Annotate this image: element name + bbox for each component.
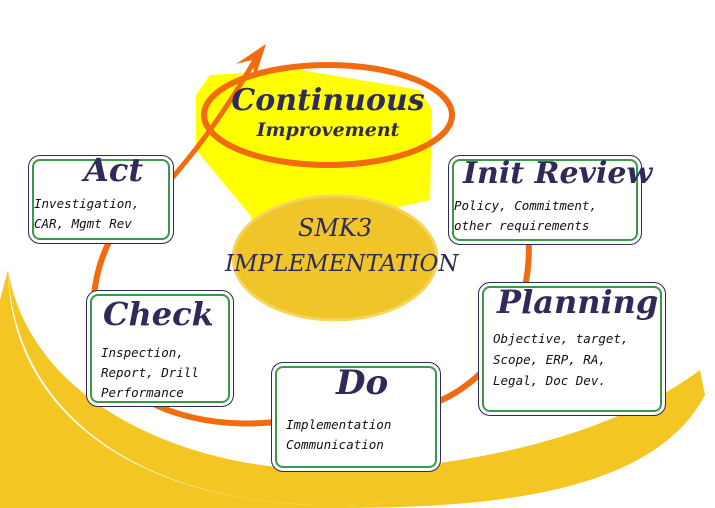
- step-check: Check Inspection, Report, Drill Performa…: [86, 290, 234, 407]
- step-desc-line: Investigation,: [34, 196, 140, 211]
- highlight-scribble: [196, 70, 432, 238]
- center-line-1: SMK3: [297, 214, 373, 242]
- step-do: Do Implementation Communication: [271, 362, 441, 472]
- step-title: Act: [84, 151, 144, 189]
- step-title: Init Review: [463, 156, 653, 191]
- step-planning: Planning Objective, target, Scope, ERP, …: [478, 282, 666, 416]
- step-desc-line: Policy, Commitment,: [454, 198, 597, 213]
- box-frame: [91, 295, 229, 402]
- step-desc-line: Scope, ERP, RA,: [493, 352, 606, 367]
- improvement-text: Improvement: [256, 119, 400, 141]
- step-title: Planning: [497, 283, 659, 321]
- center-blob: [231, 194, 439, 322]
- continuous-improvement-label: Continuous Improvement: [228, 84, 428, 142]
- step-init-review: Init Review Policy, Commitment, other re…: [448, 155, 652, 245]
- step-desc-line: Report, Drill: [101, 365, 199, 380]
- step-act: Act Investigation, CAR, Mgmt Rev: [28, 151, 174, 244]
- box-frame: [276, 367, 436, 467]
- step-desc-line: CAR, Mgmt Rev: [34, 216, 132, 231]
- continuous-improvement-ring: [201, 62, 455, 168]
- step-title: Check: [103, 295, 214, 333]
- step-desc-line: Performance: [101, 385, 184, 400]
- yellow-swoosh: [0, 270, 705, 508]
- yellow-swoosh-inner: [8, 270, 700, 505]
- box-frame: [483, 287, 661, 411]
- step-desc-line: Inspection,: [101, 345, 184, 360]
- step-desc-line: Legal, Doc Dev.: [493, 373, 606, 388]
- center-line-2: IMPLEMENTATION: [225, 251, 459, 277]
- arrow-head-icon: [236, 44, 266, 78]
- step-desc-line: Communication: [286, 437, 384, 452]
- step-title: Do: [336, 363, 389, 403]
- step-desc-line: other requirements: [454, 218, 590, 233]
- box-frame: [33, 160, 169, 239]
- box-frame: [453, 160, 637, 240]
- step-desc-line: Implementation: [286, 417, 392, 432]
- step-desc-line: Objective, target,: [493, 331, 629, 346]
- center-label: SMK3 IMPLEMENTATION: [225, 210, 459, 282]
- continuous-text: Continuous: [231, 83, 425, 118]
